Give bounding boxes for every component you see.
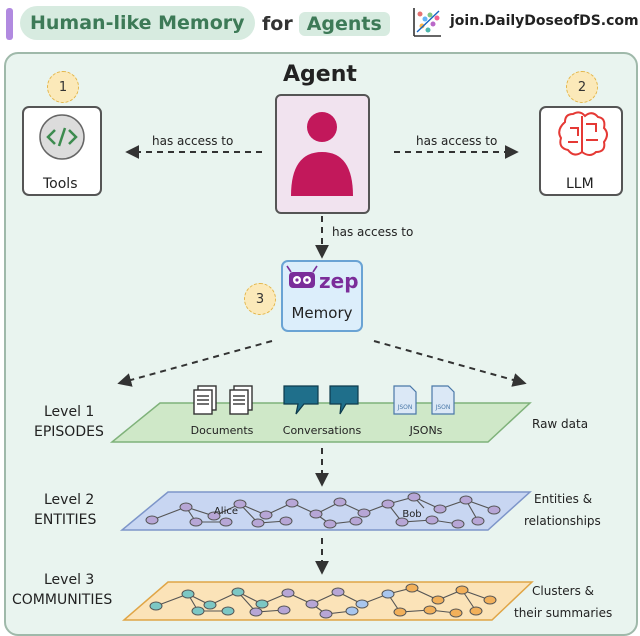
level3-title: Level 3 [44, 572, 95, 588]
brand-logo-icon [413, 8, 441, 37]
edge-label-llm: has access to [416, 134, 498, 148]
entity-nodes [145, 492, 501, 529]
level3-note-1: Clusters & [532, 584, 595, 598]
agent-label: Agent [283, 62, 357, 87]
json-tag-2: JSON [435, 404, 451, 411]
json-files-icon [393, 385, 455, 415]
edge-memory-left [117, 340, 273, 387]
conversations-label: Conversations [283, 424, 362, 437]
tools-label: Tools [43, 176, 78, 192]
brain-chip-icon [558, 111, 608, 156]
entity-label-alice: Alice [214, 506, 238, 517]
title-part2: for [262, 13, 293, 35]
entity-label-bob: Bob [402, 509, 421, 520]
level3-name: COMMUNITIES [12, 592, 113, 608]
title-rest: for Agents [256, 12, 390, 36]
memory-label: Memory [291, 304, 352, 322]
tools-badge: 1 [47, 71, 79, 103]
level3-note-2: their summaries [514, 606, 613, 620]
level2-name: ENTITIES [34, 512, 97, 528]
json-tag-1: JSON [397, 404, 413, 411]
edge-memory-right [373, 340, 527, 387]
edge-label-memory: has access to [332, 225, 414, 239]
conversations-icon [283, 385, 359, 415]
title-part3: Agents [298, 12, 390, 36]
memory-badge: 3 [244, 283, 276, 315]
level1-note: Raw data [532, 417, 589, 431]
documents-label: Documents [191, 424, 254, 437]
level1-name: EPISODES [34, 424, 104, 440]
zep-logo-icon [286, 265, 318, 288]
header: Human-like Memory for Agents join.DailyD… [0, 0, 640, 46]
zep-brand-text: zep [319, 269, 359, 293]
brand-url: join.DailyDoseofDS.com [450, 13, 639, 29]
level2-note-2: relationships [524, 514, 601, 528]
community-nodes [149, 583, 497, 619]
level2-title: Level 2 [44, 492, 95, 508]
level1-title: Level 1 [44, 404, 95, 420]
accent-bar [6, 8, 13, 40]
code-icon [39, 114, 85, 160]
edge-label-tools: has access to [152, 134, 234, 148]
level2-note-1: Entities & [534, 492, 593, 506]
jsons-label: JSONs [409, 424, 443, 437]
agent-person-icon [291, 112, 353, 196]
title-part1: Human-like Memory [30, 12, 245, 34]
documents-icon [193, 385, 253, 415]
llm-badge: 2 [566, 71, 598, 103]
title-pill: Human-like Memory [20, 6, 255, 40]
llm-label: LLM [566, 176, 594, 192]
